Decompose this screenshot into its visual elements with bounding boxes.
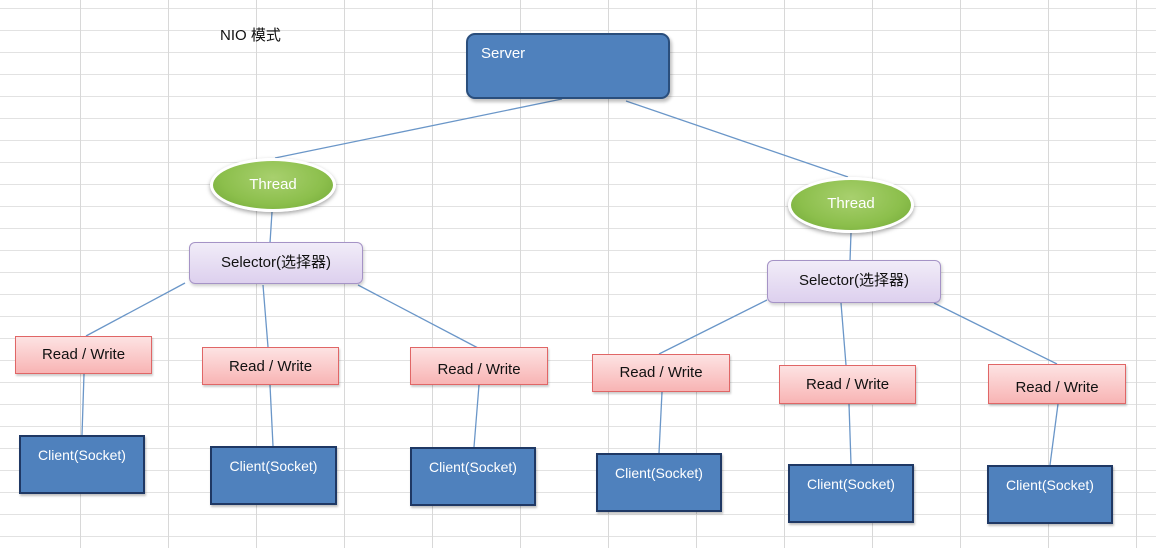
connector-thread-selector-right xyxy=(849,232,852,262)
connector-thread-selector-left xyxy=(269,211,273,244)
connector-rw-client-5 xyxy=(848,403,852,465)
read-write-node-3: Read / Write xyxy=(410,347,548,385)
client-node-2: Client(Socket) xyxy=(210,446,337,505)
read-write-label: Read / Write xyxy=(41,346,126,363)
connector-rw-client-2 xyxy=(269,384,274,447)
connector-rw-client-6 xyxy=(1049,403,1059,466)
selector-node-right: Selector(选择器) xyxy=(767,260,941,303)
read-write-node-6: Read / Write xyxy=(988,364,1126,404)
read-write-node-4: Read / Write xyxy=(592,354,730,392)
connector-selector-rw-3 xyxy=(357,284,479,349)
thread-label: Thread xyxy=(827,195,875,212)
connector-rw-client-4 xyxy=(658,391,663,454)
client-label: Client(Socket) xyxy=(807,476,895,492)
client-label: Client(Socket) xyxy=(429,459,517,475)
connector-selector-rw-2 xyxy=(262,284,269,348)
thread-node-left: Thread xyxy=(210,158,336,212)
read-write-node-1: Read / Write xyxy=(15,336,152,374)
connector-selector-rw-6 xyxy=(933,302,1058,365)
connector-server-thread-right xyxy=(625,100,849,178)
read-write-label: Read / Write xyxy=(437,361,521,378)
connector-selector-rw-5 xyxy=(840,302,847,366)
client-node-5: Client(Socket) xyxy=(788,464,914,523)
read-write-label: Read / Write xyxy=(619,364,703,381)
selector-label: Selector(选择器) xyxy=(220,254,332,271)
selector-node-left: Selector(选择器) xyxy=(189,242,363,284)
read-write-label: Read / Write xyxy=(805,376,890,393)
client-label: Client(Socket) xyxy=(229,458,318,474)
client-label: Client(Socket) xyxy=(1006,477,1094,493)
connector-rw-client-1 xyxy=(81,373,85,436)
client-node-4: Client(Socket) xyxy=(596,453,722,512)
connector-rw-client-3 xyxy=(473,384,480,448)
read-write-label: Read / Write xyxy=(1015,379,1099,396)
client-node-3: Client(Socket) xyxy=(410,447,536,506)
connector-selector-rw-4 xyxy=(658,299,768,355)
thread-node-right: Thread xyxy=(788,177,914,233)
read-write-node-5: Read / Write xyxy=(779,365,916,404)
connector-server-thread-left xyxy=(274,98,563,159)
read-write-label: Read / Write xyxy=(228,358,313,375)
thread-label: Thread xyxy=(249,176,297,193)
diagram-title: NIO 模式 xyxy=(220,27,281,44)
client-node-1: Client(Socket) xyxy=(19,435,145,494)
server-label: Server xyxy=(481,45,526,62)
connector-selector-rw-1 xyxy=(85,282,186,337)
selector-label: Selector(选择器) xyxy=(798,272,910,289)
server-node: Server xyxy=(466,33,670,99)
client-label: Client(Socket) xyxy=(615,465,703,481)
client-label: Client(Socket) xyxy=(38,447,126,463)
read-write-node-2: Read / Write xyxy=(202,347,339,385)
client-node-6: Client(Socket) xyxy=(987,465,1113,524)
